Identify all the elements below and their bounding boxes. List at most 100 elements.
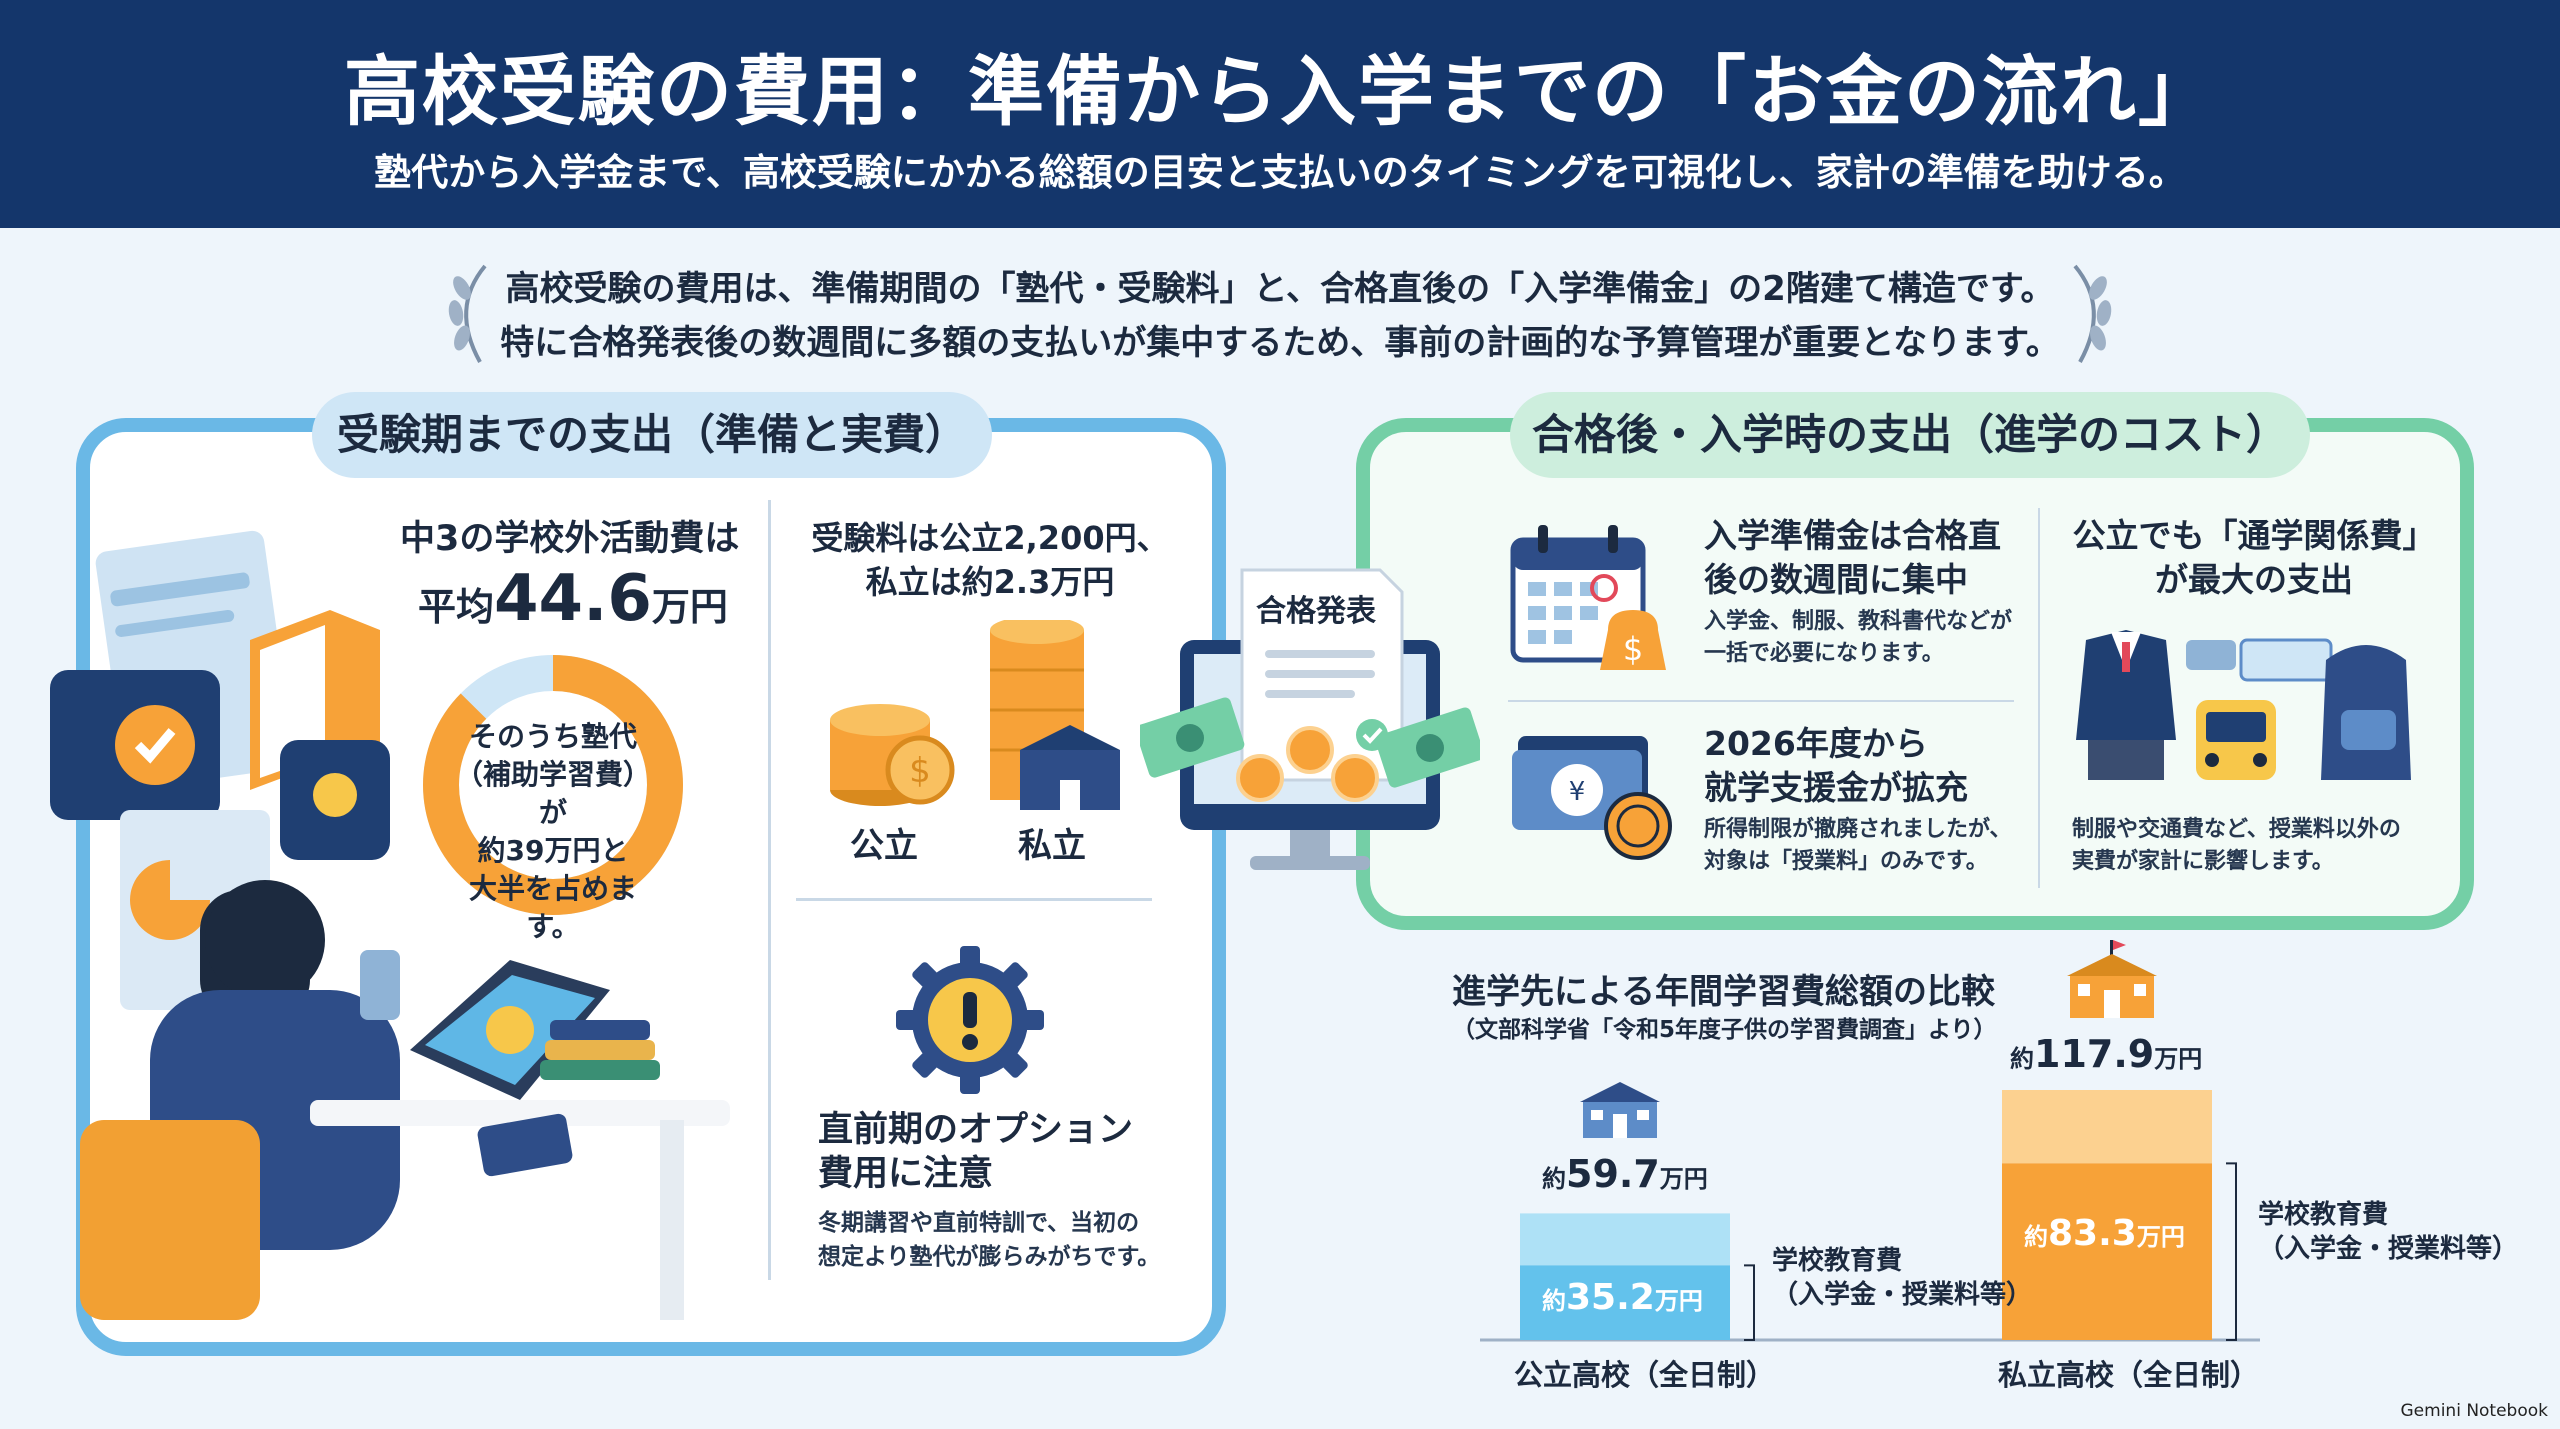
private-school-unit: 万円 xyxy=(2136,1223,2185,1252)
donut-caption-3: 約39万円と xyxy=(477,834,629,867)
student-studying-illustration xyxy=(50,530,730,1320)
public-school-axis-label: 公立高校（全日制） xyxy=(1514,1358,1776,1392)
commute-desc: 制服や交通費など、授業料以外の 実費が家計に影響します。 xyxy=(2072,814,2401,878)
public-school-value: 35.2 xyxy=(1566,1276,1655,1318)
commute-title: 公立でも「通学関係費」 が最大の支出 xyxy=(2054,514,2454,602)
page-subtitle: 塾代から入学金まで、高校受験にかかる総額の目安と支払いのタイミングを可視化し、家… xyxy=(374,151,2186,194)
public-fee-label: 公立 xyxy=(850,826,918,866)
private-school-bar xyxy=(2002,1163,2212,1340)
support-desc-2: 対象は「授業料」のみです。 xyxy=(1704,849,1988,874)
prep-money-desc-2: 一括で必要になります。 xyxy=(1704,641,1944,666)
intro-line-2: 特に合格発表後の数週間に多額の支払いが集中するため、事前の計画的な予算管理が重要… xyxy=(500,323,2060,363)
cram-share-donut xyxy=(423,655,683,915)
intro-text: 高校受験の費用は、準備期間の「塾代・受験料」と、合格直後の「入学準備金」の2階建… xyxy=(400,262,2160,370)
exam-fee-coins-illustration: $ xyxy=(830,620,1120,810)
option-cost-desc-2: 想定より塾代が膨らみがちです。 xyxy=(818,1244,1161,1270)
exam-fee-text: 受験料は公立2,200円、 私立は約2.3万円 xyxy=(800,516,1180,604)
private-school-value: 83.3 xyxy=(2048,1213,2137,1255)
page-title: 高校受験の費用：準備から入学までの「お金の流れ」 xyxy=(344,47,2216,136)
public-total-unit: 万円 xyxy=(1659,1165,1708,1193)
activity-fee-unit: 万円 xyxy=(651,585,728,629)
donut-caption: そのうち塾代 （補助学習費）が 約39万円と 大半を占めます。 xyxy=(445,718,661,946)
laurel-left-icon xyxy=(448,264,487,363)
prep-money-desc-1: 入学金、制服、教科書代などが xyxy=(1704,609,2013,634)
option-cost-desc: 冬期講習や直前特訓で、当初の 想定より塾代が膨らみがちです。 xyxy=(818,1206,1160,1274)
comparison-title: 進学先による年間学習費総額の比較 xyxy=(1452,972,1995,1012)
activity-fee-value: 44.6 xyxy=(494,562,652,636)
private-other-bar xyxy=(2002,1090,2212,1164)
prep-money-title: 入学準備金は合格直 後の数週間に集中 xyxy=(1704,514,2001,602)
exam-fee-line-2: 私立は約2.3万円 xyxy=(865,563,1115,601)
private-total-label: 約117.9万円 xyxy=(2010,1032,2202,1076)
private-legend-2: （入学金・授業料等） xyxy=(2258,1234,2519,1264)
exam-fee-divider xyxy=(796,898,1152,901)
learning-cost-comparison-chart xyxy=(1480,1090,2260,1342)
right-panel-hdivider xyxy=(1508,700,2014,702)
prep-money-title-2: 後の数週間に集中 xyxy=(1704,560,1968,599)
prep-money-title-1: 入学準備金は合格直 xyxy=(1704,516,2001,555)
private-school-label: 約83.3万円 xyxy=(2024,1213,2185,1254)
private-school-axis-label: 私立高校（全日制） xyxy=(1998,1358,2260,1392)
activity-fee-prefix: 平均 xyxy=(418,585,495,629)
right-panel-vdivider xyxy=(2038,508,2040,888)
support-desc: 所得制限が撤廃されましたが、 対象は「授業料」のみです。 xyxy=(1704,814,2012,878)
prep-money-desc: 入学金、制服、教科書代などが 一括で必要になります。 xyxy=(1704,606,2012,670)
private-school-building-icon xyxy=(2067,940,2157,1018)
activity-fee-amount: 平均44.6万円 xyxy=(418,562,728,636)
announcement-monitor-illustration xyxy=(1140,568,1480,870)
public-school-label: 約35.2万円 xyxy=(1542,1277,1703,1318)
svg-text:$: $ xyxy=(1623,630,1643,668)
public-school-building-icon xyxy=(1580,1082,1660,1138)
donut-caption-4: 大半を占めます。 xyxy=(468,872,637,943)
public-school-unit: 万円 xyxy=(1654,1286,1703,1315)
commute-title-1: 公立でも「通学関係費」 xyxy=(2072,516,2436,555)
public-legend-bracket xyxy=(1744,1264,1755,1341)
public-school-bar xyxy=(1520,1265,1730,1340)
warning-gear-icon xyxy=(896,946,1044,1094)
option-cost-title-2: 費用に注意 xyxy=(818,1154,994,1194)
comparison-source: （文部科学省「令和5年度子供の学習費調査」より） xyxy=(1452,1017,1997,1043)
private-coin-stack-icon xyxy=(990,620,1120,810)
intro-line-1: 高校受験の費用は、準備期間の「塾代・受験料」と、合格直後の「入学準備金」の2階建… xyxy=(505,269,2055,309)
private-school-prefix: 約 xyxy=(2024,1223,2048,1252)
announcement-label: 合格発表 xyxy=(1256,594,1376,629)
activity-fee-label: 中3の学校外活動費は xyxy=(400,519,740,559)
page-header: 高校受験の費用：準備から入学までの「お金の流れ」 塾代から入学金まで、高校受験に… xyxy=(0,0,2560,228)
exam-fee-line-1: 受験料は公立2,200円、 xyxy=(811,519,1169,557)
public-school-prefix: 約 xyxy=(1542,1286,1566,1315)
calendar-moneybag-icon: $ xyxy=(1510,525,1666,670)
option-cost-desc-1: 冬期講習や直前特訓で、当初の xyxy=(818,1210,1140,1236)
support-title-2: 就学支援金が拡充 xyxy=(1704,768,1968,807)
option-cost-title: 直前期のオプション 費用に注意 xyxy=(818,1108,1133,1196)
laurel-right-icon xyxy=(2073,264,2112,363)
private-legend-bracket xyxy=(2226,1162,2237,1341)
private-total-prefix: 約 xyxy=(2010,1045,2034,1073)
support-desc-1: 所得制限が撤廃されましたが、 xyxy=(1704,817,2012,842)
left-panel-divider xyxy=(768,500,771,1280)
pre-exam-panel-title: 受験期までの支出（準備と実費） xyxy=(312,392,992,478)
donut-cram-arc xyxy=(423,655,683,915)
public-coin-stack-icon: $ xyxy=(830,704,955,806)
private-fee-label: 私立 xyxy=(1018,826,1086,866)
donut-caption-1: そのうち塾代 xyxy=(468,720,637,753)
svg-text:¥: ¥ xyxy=(1569,777,1586,807)
banknote-coin-icon: ¥ xyxy=(1512,736,1672,860)
public-other-bar xyxy=(1520,1213,1730,1266)
public-total-label: 約59.7万円 xyxy=(1542,1152,1708,1196)
public-legend-1: 学校教育費 xyxy=(1772,1246,1903,1276)
private-total-value: 117.9 xyxy=(2034,1032,2155,1076)
svg-text:$: $ xyxy=(909,751,931,791)
uniform-bus-backpack-icon xyxy=(2076,630,2411,780)
private-legend-1: 学校教育費 xyxy=(2258,1200,2389,1230)
private-legend-text: 学校教育費 （入学金・授業料等） xyxy=(2258,1198,2518,1266)
commute-desc-2: 実費が家計に影響します。 xyxy=(2072,849,2334,874)
gemini-credit: Gemini Notebook xyxy=(2400,1401,2549,1421)
donut-caption-2: （補助学習費）が xyxy=(454,758,651,829)
commute-desc-1: 制服や交通費など、授業料以外の xyxy=(2072,817,2401,842)
support-title-1: 2026年度から xyxy=(1704,724,1928,763)
private-total-unit: 万円 xyxy=(2154,1045,2203,1073)
option-cost-title-1: 直前期のオプション xyxy=(818,1110,1134,1150)
support-title: 2026年度から 就学支援金が拡充 xyxy=(1704,722,1968,810)
public-legend-2: （入学金・授業料等） xyxy=(1772,1280,2033,1310)
public-total-value: 59.7 xyxy=(1566,1152,1660,1196)
